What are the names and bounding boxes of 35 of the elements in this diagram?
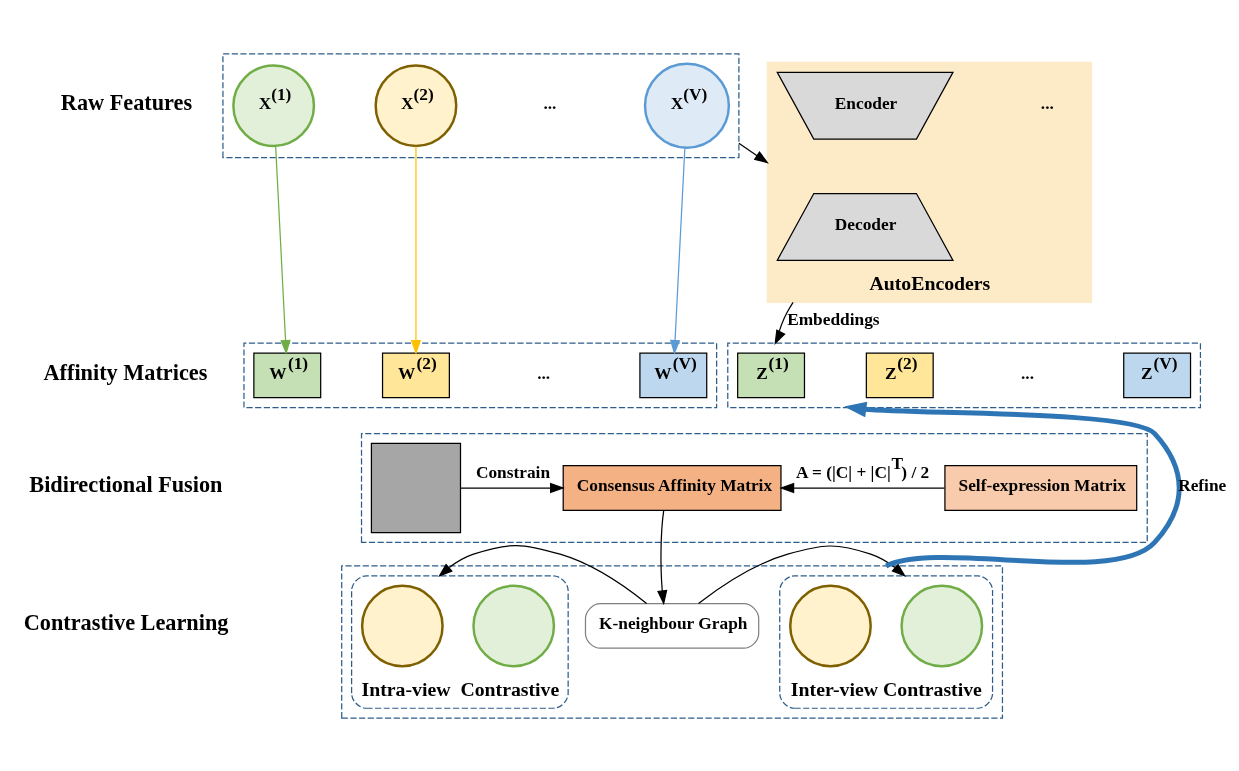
label: Bidirectional Fusion <box>29 471 223 497</box>
arrow <box>844 401 1182 568</box>
arrow <box>657 509 668 605</box>
label: Contrastive Learning <box>23 609 229 635</box>
label: ... <box>543 93 557 113</box>
cluster <box>222 52 740 158</box>
cluster <box>360 432 1148 543</box>
edge-label: Constrain <box>475 462 551 482</box>
arrow <box>774 301 794 345</box>
node-circle <box>900 584 984 667</box>
arrow <box>410 145 422 355</box>
node-box: K-neighbour Graph <box>584 602 760 649</box>
arrow <box>438 544 648 604</box>
cluster <box>727 342 1202 408</box>
label: ... <box>537 363 551 383</box>
label: ... <box>1021 363 1034 383</box>
node-box: Consensus Affinity Matrix <box>562 464 782 511</box>
label: Affinity Matrices <box>43 359 208 385</box>
arrow <box>459 482 565 493</box>
node-box: Self-expression Matrix <box>944 464 1138 511</box>
arrow <box>669 147 686 355</box>
arrow <box>738 142 769 164</box>
label: ... <box>1040 93 1054 113</box>
cluster <box>243 342 718 408</box>
node-circle <box>360 584 444 667</box>
cluster: Inter-view Contrastive <box>779 574 994 709</box>
node-circle <box>789 584 872 667</box>
label: Raw Features <box>60 89 193 115</box>
arrow <box>275 145 291 355</box>
cluster: Intra-view Contrastive <box>351 574 569 709</box>
arrow <box>779 482 946 493</box>
arrow <box>697 544 907 604</box>
node-circle <box>472 584 556 667</box>
node-box <box>370 442 462 533</box>
edge-label: Embeddings <box>787 309 880 329</box>
